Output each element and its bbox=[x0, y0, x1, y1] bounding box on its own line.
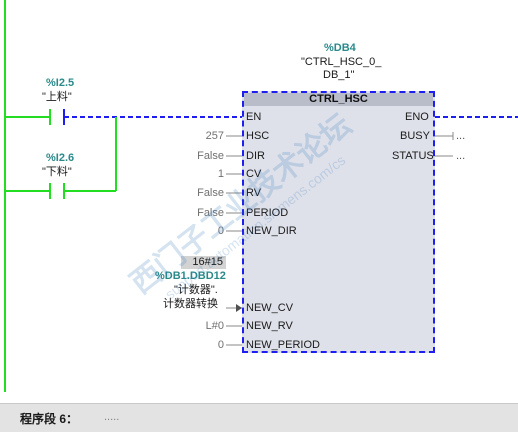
operand-symbol-cont: 计数器转换 bbox=[163, 298, 218, 310]
pin-new-cv: NEW_CV bbox=[246, 302, 294, 314]
pin-rv: RV bbox=[246, 187, 262, 199]
pin-status: STATUS bbox=[392, 150, 434, 162]
value-hsc[interactable]: 257 bbox=[205, 130, 224, 142]
value-dir[interactable]: False bbox=[197, 150, 224, 162]
pin-new-rv: NEW_RV bbox=[246, 320, 293, 332]
value-new-period[interactable]: 0 bbox=[217, 339, 224, 351]
value-status[interactable]: ... bbox=[456, 150, 466, 162]
operand-symbol[interactable]: "计数器". bbox=[174, 284, 218, 296]
pin-period: PERIOD bbox=[246, 207, 289, 219]
pin-dir: DIR bbox=[246, 150, 265, 162]
operand-address[interactable]: %DB1.DBD12 bbox=[155, 270, 226, 282]
contact-no-icon[interactable] bbox=[49, 183, 65, 199]
pin-cv: CV bbox=[246, 168, 262, 180]
pin-eno: ENO bbox=[405, 111, 429, 123]
pin-hsc: HSC bbox=[246, 130, 270, 142]
value-cv[interactable]: 1 bbox=[217, 168, 224, 180]
contact-symbol[interactable]: "下料" bbox=[42, 166, 72, 178]
instance-db-name-cont: DB_1" bbox=[323, 69, 355, 81]
network-label: 程序段 6： bbox=[20, 412, 79, 426]
contact-address[interactable]: %I2.6 bbox=[46, 152, 75, 164]
value-new-dir[interactable]: 0 bbox=[217, 225, 224, 237]
function-block-ctrl-hsc[interactable]: CTRL_HSC bbox=[242, 91, 435, 353]
value-rv[interactable]: False bbox=[197, 187, 224, 199]
monitor-value: 16#15 bbox=[181, 256, 226, 269]
value-busy[interactable]: ... bbox=[456, 130, 466, 142]
network-comment[interactable]: ..... bbox=[104, 411, 120, 423]
value-new-rv[interactable]: L#0 bbox=[205, 320, 224, 332]
pin-busy: BUSY bbox=[400, 130, 430, 142]
contact-address[interactable]: %I2.5 bbox=[46, 77, 75, 89]
pin-new-dir: NEW_DIR bbox=[246, 225, 297, 237]
arrow-right-icon bbox=[236, 304, 242, 312]
pin-new-period: NEW_PERIOD bbox=[246, 339, 320, 351]
instance-db-name[interactable]: "CTRL_HSC_0_ bbox=[301, 56, 382, 68]
value-period[interactable]: False bbox=[197, 207, 224, 219]
network-header[interactable]: 程序段 6： ..... bbox=[0, 403, 518, 432]
instance-db-address[interactable]: %DB4 bbox=[324, 42, 356, 54]
contact-no-icon[interactable] bbox=[49, 109, 65, 125]
block-title: CTRL_HSC bbox=[244, 93, 433, 106]
contact-symbol[interactable]: "上料" bbox=[42, 91, 72, 103]
pin-en: EN bbox=[246, 111, 262, 123]
